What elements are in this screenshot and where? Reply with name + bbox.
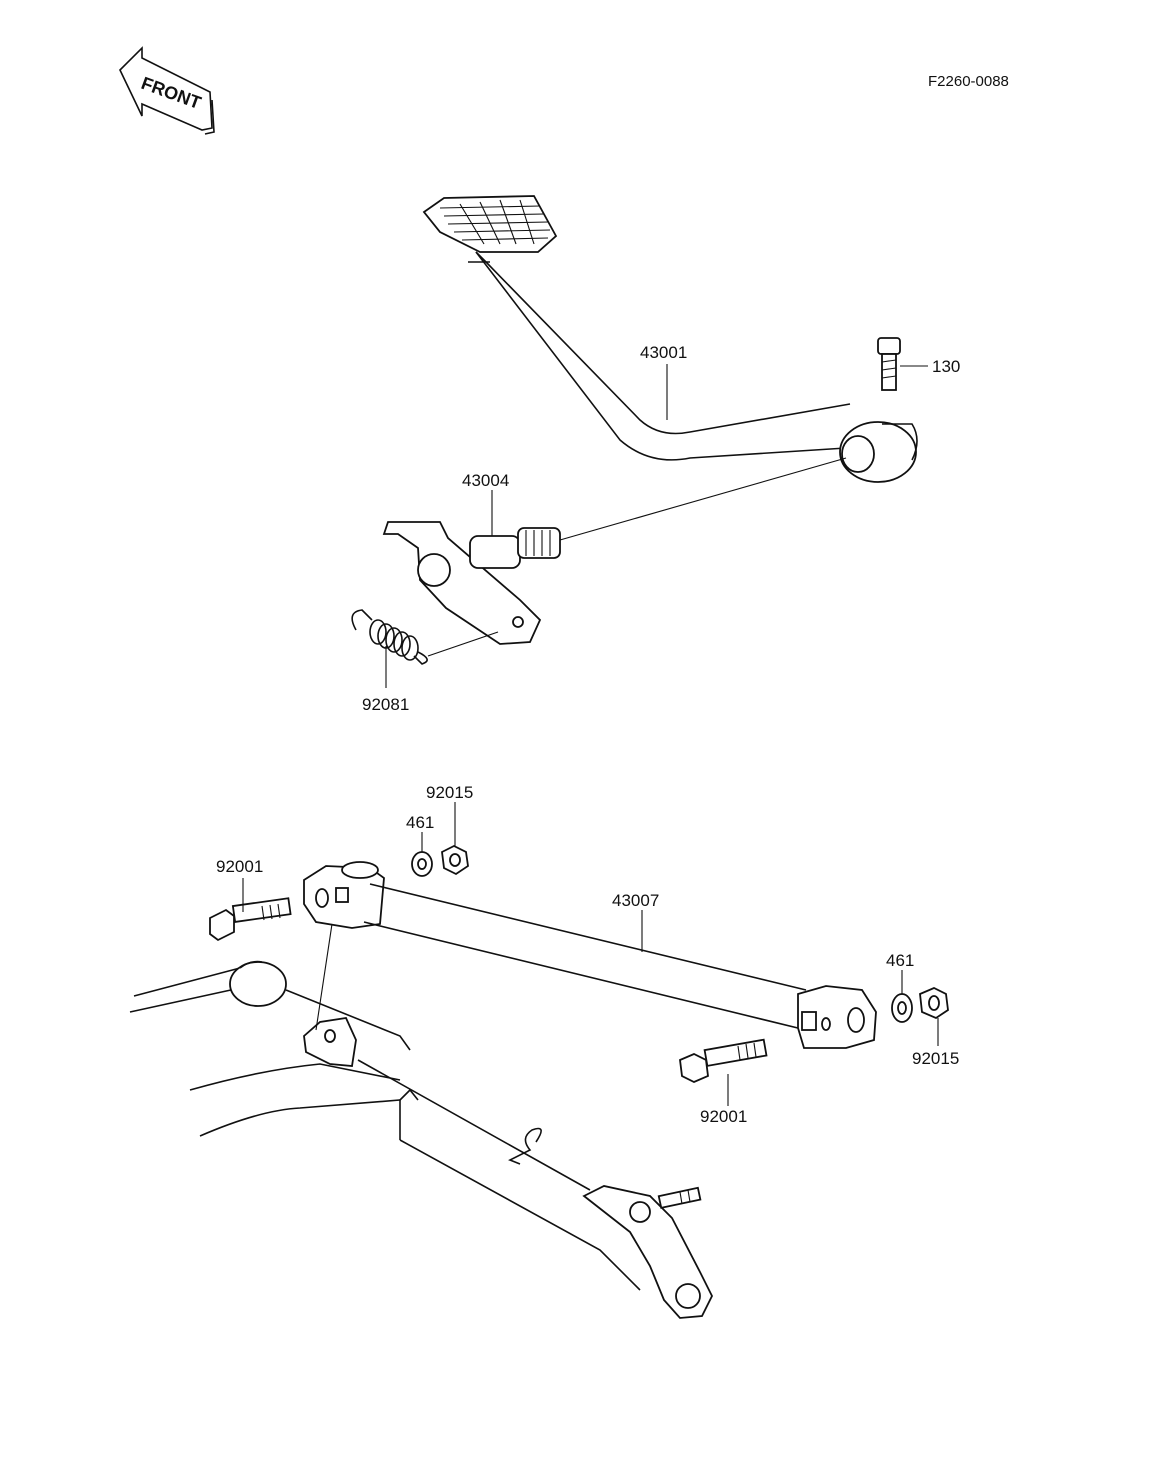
callout-92015-top: 92015 (426, 783, 473, 802)
brake-pedal-part (422, 195, 918, 483)
brake-rod-part (303, 861, 877, 1049)
callout-43007: 43007 (612, 891, 659, 910)
washer-461-top-part (411, 851, 433, 877)
pivot-shaft-part (382, 457, 847, 645)
callout-130: 130 (932, 357, 960, 376)
bolt-130-part (877, 337, 901, 391)
washer-461-right-part (891, 993, 913, 1023)
callout-92015-right: 92015 (912, 1049, 959, 1068)
callout-92001-bottom: 92001 (700, 1107, 747, 1126)
callout-92081: 92081 (362, 695, 409, 714)
front-arrow-icon: FRONT (119, 46, 215, 135)
callout-43001: 43001 (640, 343, 687, 362)
callout-92001-left: 92001 (216, 857, 263, 876)
leader-lines (242, 364, 939, 1106)
frame-context-part (129, 923, 714, 1319)
return-spring-part (351, 609, 499, 665)
callout-461-top: 461 (406, 813, 434, 832)
callout-43004: 43004 (462, 471, 509, 490)
nut-92015-right-part (919, 987, 949, 1020)
drawing-code: F2260-0088 (928, 73, 1009, 90)
bolt-92001-bottom-part (679, 1038, 768, 1083)
callout-461-right: 461 (886, 951, 914, 970)
nut-92015-top-part (441, 844, 469, 876)
bolt-92001-left-part (209, 897, 292, 942)
